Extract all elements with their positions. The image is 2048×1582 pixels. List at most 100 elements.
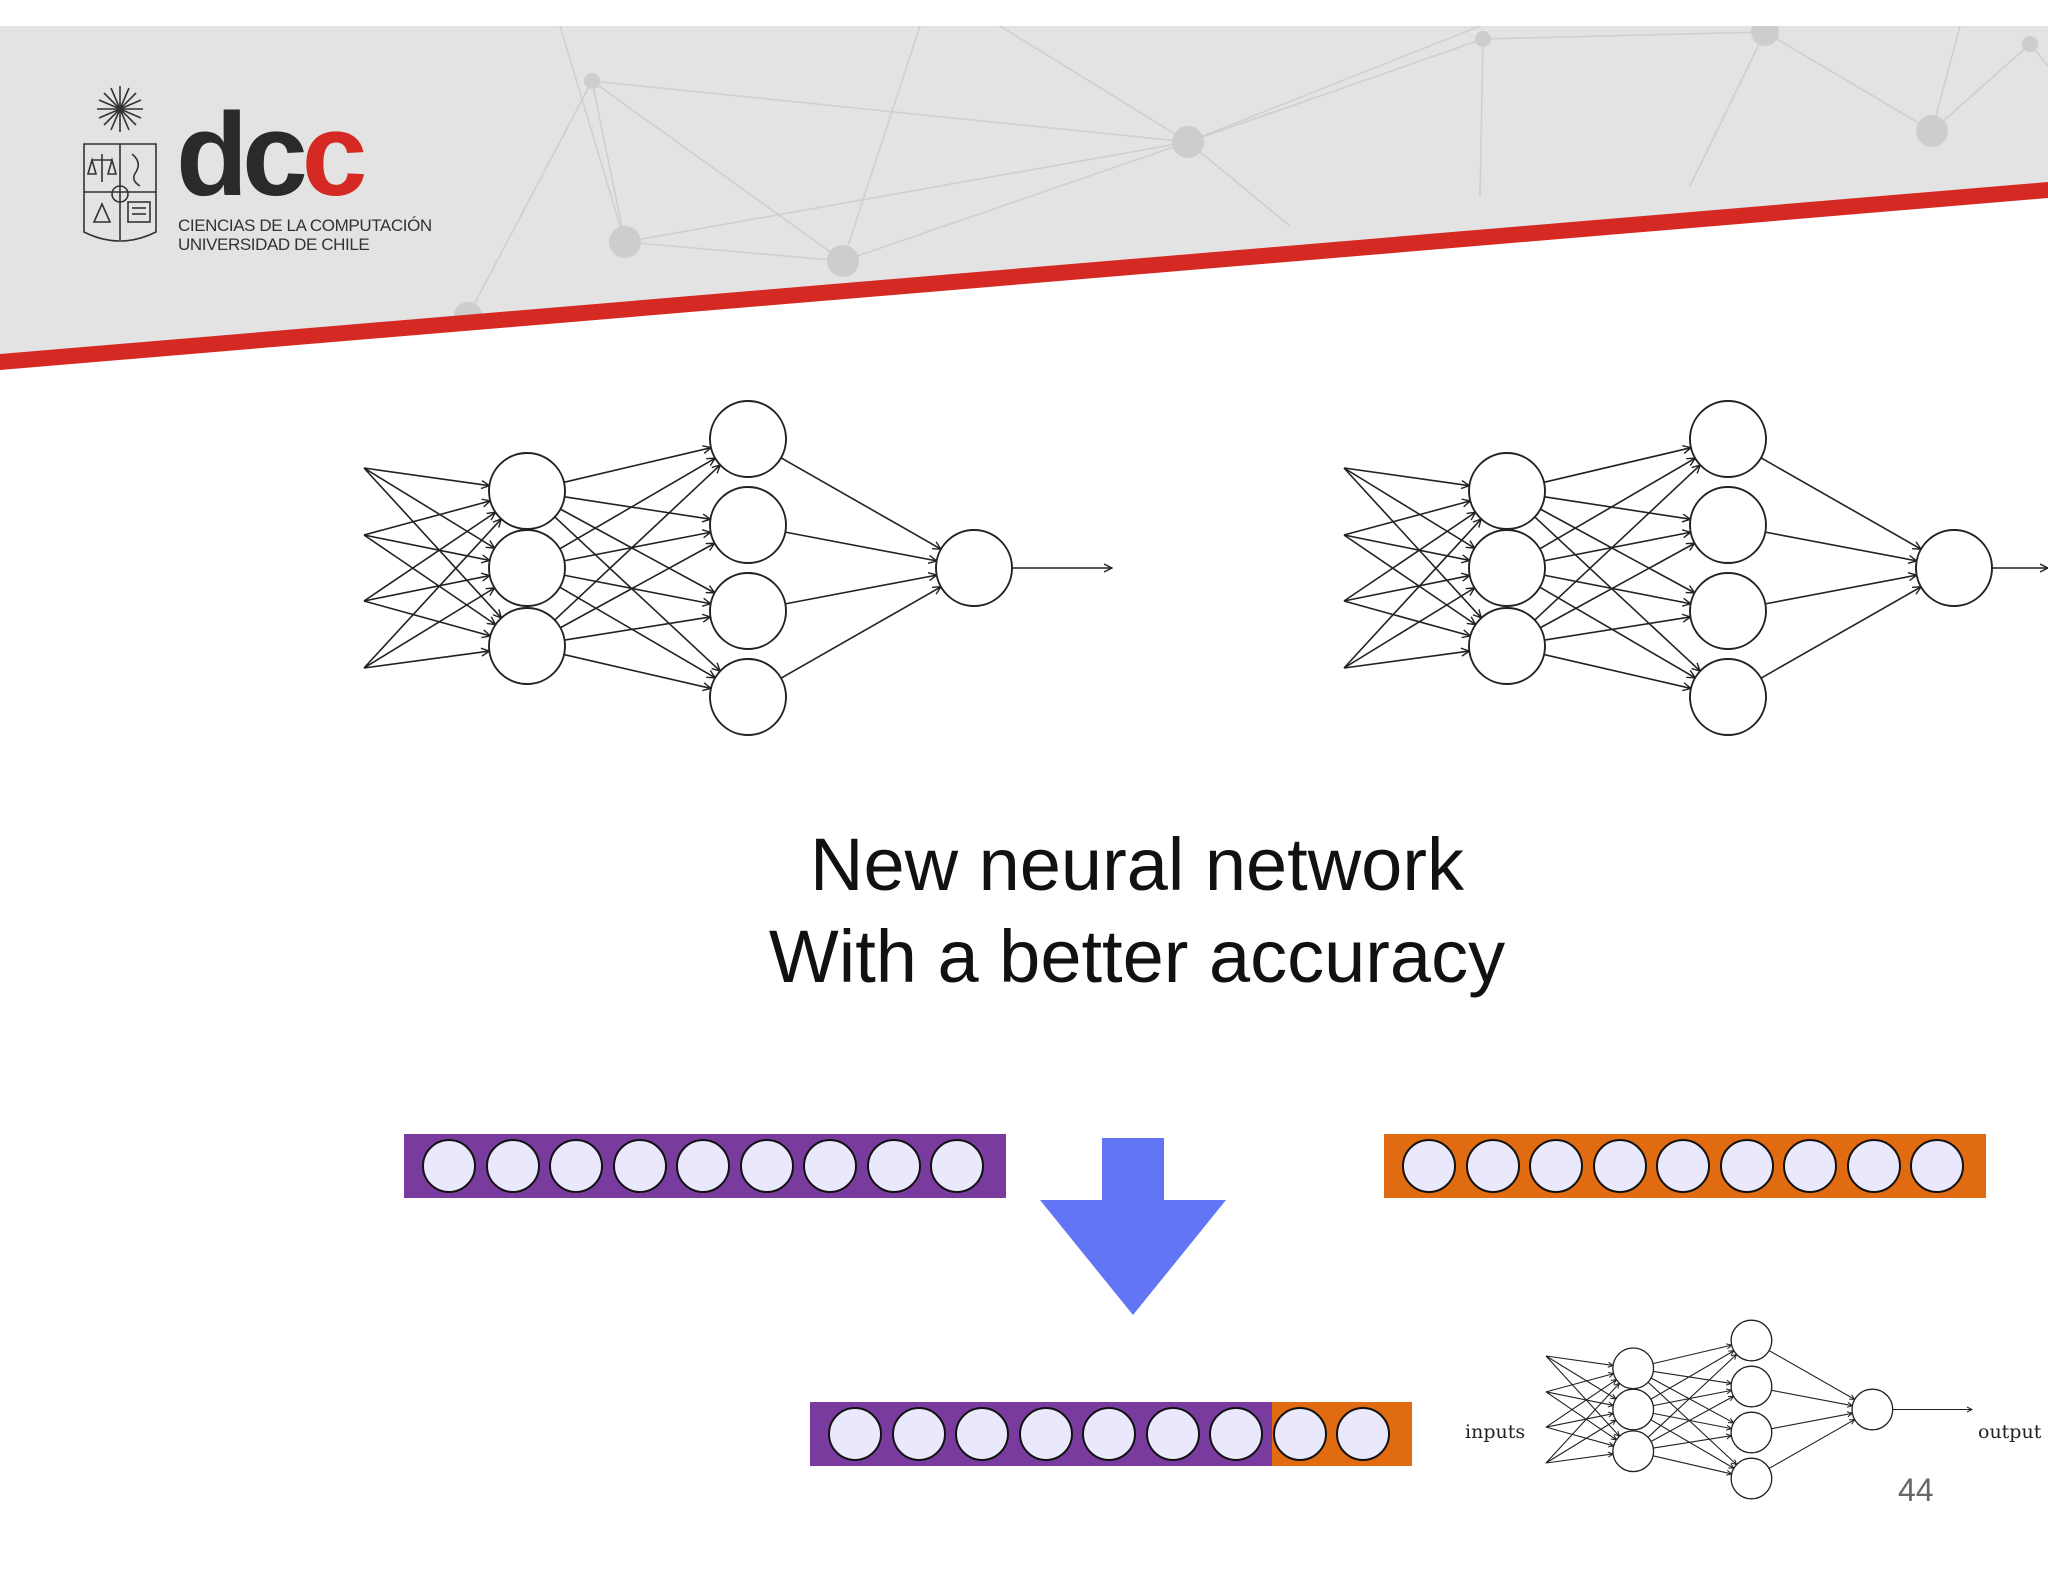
connection-edge (1653, 1436, 1731, 1449)
connection-edge (1543, 653, 1691, 689)
neuron-node (709, 572, 787, 650)
university-seal-icon (83, 86, 157, 242)
connection-edge (1343, 576, 1470, 602)
connection-edge (1343, 467, 1469, 486)
connection-edge (1760, 457, 1921, 549)
neuron-node (1468, 607, 1546, 685)
connection-edge (1545, 1355, 1619, 1436)
connection-edge (1544, 495, 1691, 519)
vector-cell (955, 1407, 1009, 1461)
connection-edge (564, 574, 710, 603)
logo-letters-dark: dc (176, 89, 308, 221)
connection-edge (1771, 1413, 1852, 1430)
neuron-node (1612, 1347, 1655, 1390)
vector-cell (1846, 1139, 1901, 1193)
connection-edge (1343, 534, 1470, 560)
mini-inputs-label: inputs (1465, 1421, 1526, 1443)
connection-edge (363, 534, 496, 625)
vector-cell (1336, 1407, 1390, 1461)
connection-edge (1771, 1389, 1852, 1405)
connection-edge (1765, 531, 1916, 561)
header-band (0, 26, 2048, 370)
connection-edge (785, 531, 936, 561)
connection-edge (1545, 1383, 1619, 1464)
connection-edge (560, 508, 714, 593)
connection-edge (563, 653, 711, 689)
neuron-node (1612, 1430, 1655, 1473)
connection-edge (1653, 1412, 1731, 1428)
connection-edge (1768, 1350, 1855, 1400)
connection-edge (363, 588, 495, 669)
neuron-node (1730, 1411, 1773, 1454)
vector-cell (930, 1139, 984, 1193)
connection-edge (564, 495, 711, 519)
neuron-node (1730, 1365, 1773, 1408)
connection-edge (1343, 467, 1475, 548)
connection-edge (363, 467, 489, 486)
connection-edge (363, 512, 496, 602)
vector-cell (1910, 1139, 1964, 1193)
vector-cell (1018, 1407, 1073, 1461)
connection-edge (1545, 1391, 1616, 1440)
vector-cell (866, 1139, 921, 1193)
output-neuron-node (1915, 529, 1993, 607)
connection-edge (1343, 651, 1469, 669)
neuron-node (709, 486, 787, 564)
vector-cell (1082, 1407, 1136, 1461)
connection-edge (1343, 467, 1481, 618)
connection-edge (1545, 1414, 1613, 1428)
connection-edge (1545, 1355, 1613, 1365)
network-diagram-right (1343, 400, 2048, 736)
connection-edge (1545, 1374, 1614, 1393)
connection-edge (780, 457, 941, 549)
connection-edge (1647, 1354, 1737, 1438)
neuron-node (1730, 1319, 1773, 1362)
neuron-node (709, 658, 787, 736)
connection-edge (1650, 1351, 1734, 1400)
vector-cell (1145, 1407, 1200, 1461)
neuron-node (1689, 400, 1767, 478)
vector-cell (1209, 1407, 1263, 1461)
down-arrow-icon (1040, 1138, 1226, 1315)
vector-cell (676, 1139, 730, 1193)
connection-edge (1653, 1390, 1731, 1407)
vector-cell (422, 1139, 476, 1193)
connection-edge (1543, 448, 1691, 484)
neuron-node (1689, 486, 1767, 564)
vector-cell (828, 1407, 882, 1461)
connection-edge (1343, 512, 1476, 602)
connection-edge (1544, 617, 1691, 641)
connection-edge (363, 467, 495, 548)
connection-edge (1545, 1380, 1616, 1428)
logo-subtitle-line2: UNIVERSIDAD DE CHILE (178, 235, 370, 254)
connection-edge (559, 586, 715, 678)
connection-edge (1343, 588, 1475, 669)
connection-edge (1534, 465, 1701, 621)
connection-edge (363, 519, 501, 669)
mini-output-label: output (1978, 1421, 2042, 1443)
neuron-node (1612, 1388, 1655, 1431)
neuron-node (1730, 1457, 1773, 1500)
vector-cell (1272, 1407, 1327, 1461)
vector-cell (485, 1139, 540, 1193)
connection-edge (363, 651, 489, 669)
output-neuron-node (1851, 1388, 1894, 1431)
neuron-node (488, 452, 566, 530)
connection-edge (363, 534, 490, 560)
connection-edge (559, 543, 714, 629)
connection-edge (1539, 543, 1694, 629)
connection-edge (1765, 575, 1916, 605)
connection-edge (1647, 1381, 1736, 1464)
vector-cell (1402, 1139, 1456, 1193)
logo-subtitle-line1: CIENCIAS DE LA COMPUTACIÓN (178, 216, 432, 235)
vector-left (404, 1134, 1006, 1198)
connection-edge (363, 576, 490, 602)
vector-cell (1529, 1139, 1583, 1193)
network-diagram-mini (1545, 1319, 1972, 1500)
connection-edge (363, 501, 490, 536)
vector-cell (1656, 1139, 1710, 1193)
connection-edge (363, 467, 501, 618)
vector-merged (810, 1402, 1412, 1466)
connection-edge (1545, 1426, 1614, 1446)
connection-edge (1534, 516, 1700, 671)
